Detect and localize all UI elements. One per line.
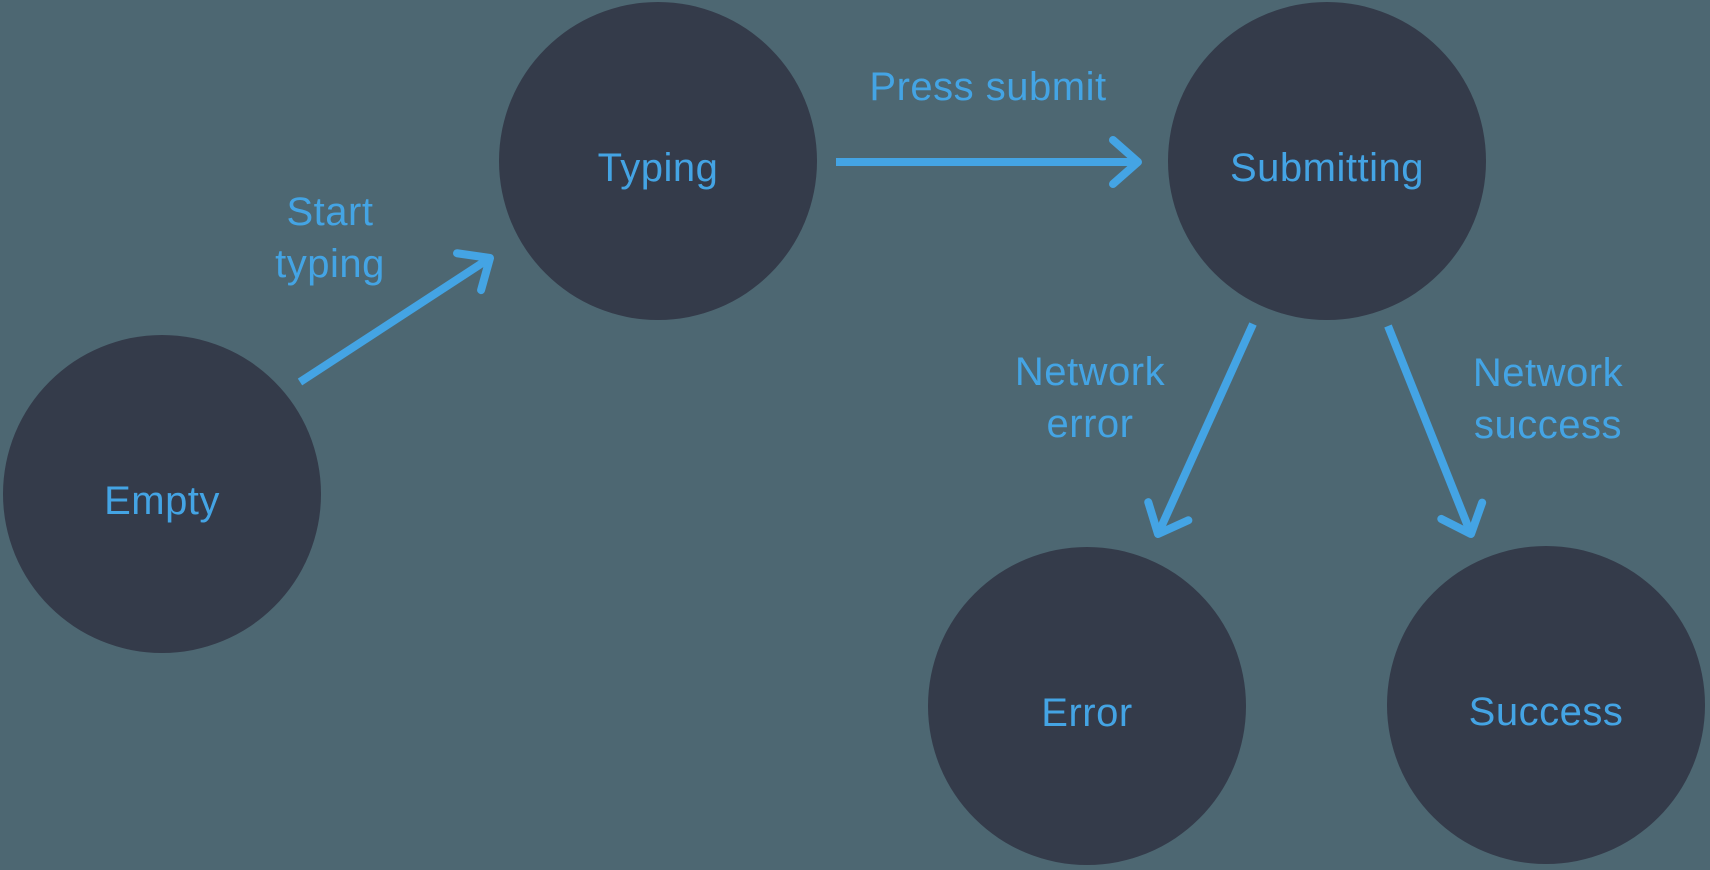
edge-label-network-error: Network error (1014, 350, 1166, 446)
edge-label-network-success: Network success (1472, 351, 1624, 447)
state-node-label: Success (1468, 689, 1624, 734)
state-node-label: Empty (104, 478, 220, 523)
state-node-label: Error (1041, 690, 1133, 735)
state-node-submitting: Submitting (1168, 2, 1486, 320)
edge-label-start-typing: Start typing (275, 190, 385, 286)
state-node-label: Typing (597, 145, 719, 190)
state-node-empty: Empty (3, 335, 321, 653)
state-node-error: Error (928, 547, 1246, 865)
state-node-success: Success (1387, 546, 1705, 864)
state-node-typing: Typing (499, 2, 817, 320)
state-node-label: Submitting (1230, 145, 1424, 190)
edge-label-press-submit: Press submit (869, 65, 1107, 109)
